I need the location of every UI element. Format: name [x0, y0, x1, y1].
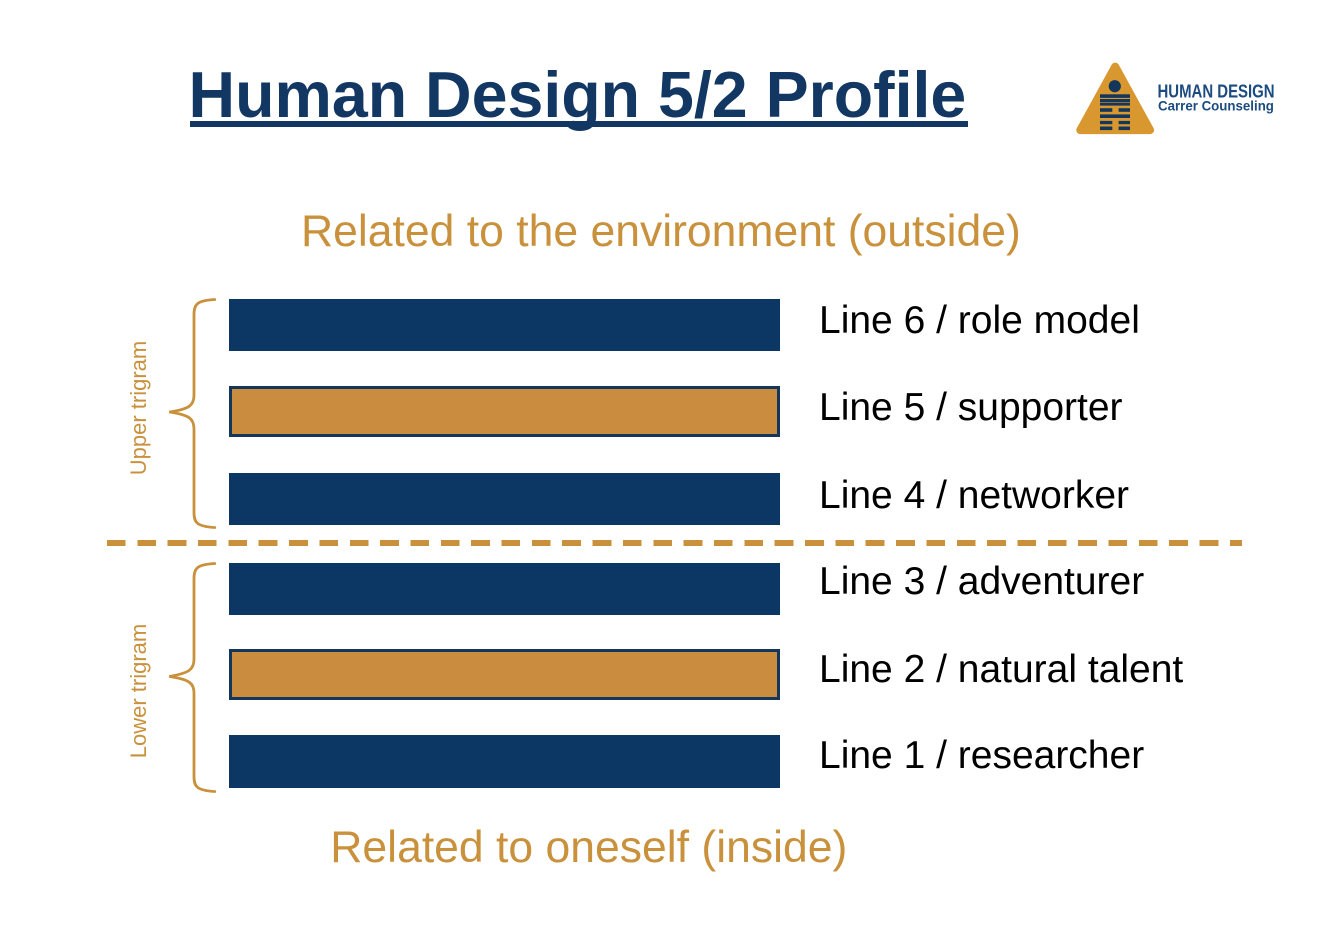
svg-text:HUMAN DESIGN: HUMAN DESIGN: [1158, 81, 1275, 102]
svg-text:Carrer Counseling: Carrer Counseling: [1158, 98, 1274, 113]
